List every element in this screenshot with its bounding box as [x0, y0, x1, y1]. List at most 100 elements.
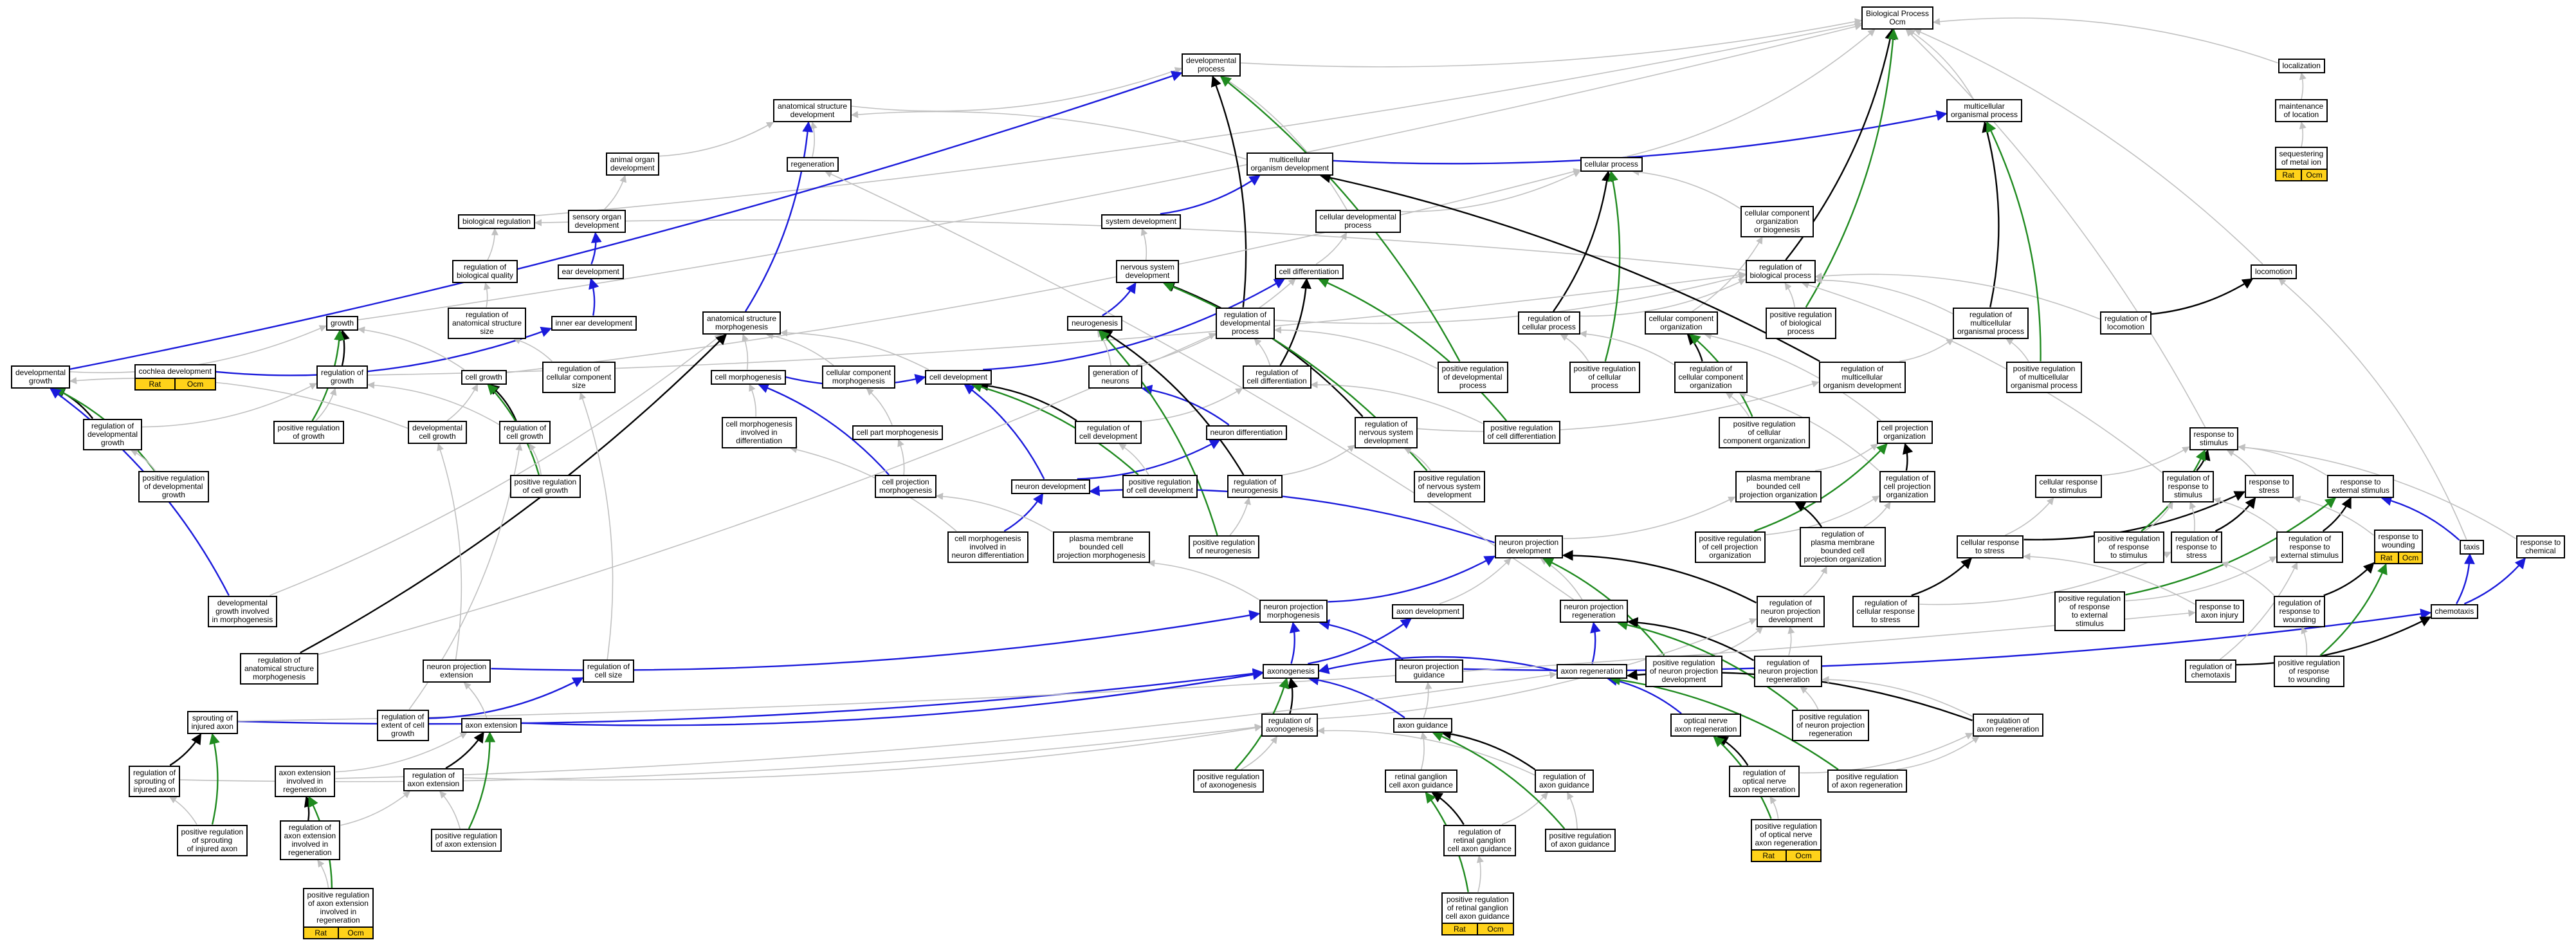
- term-node[interactable]: sensory organ development: [568, 210, 626, 233]
- term-node[interactable]: multicellular organism development: [1246, 152, 1333, 176]
- term-node[interactable]: neuron differentiation: [1205, 425, 1288, 440]
- term-node[interactable]: regulation of biological quality: [452, 260, 518, 283]
- term-node[interactable]: regulation of response to stress: [2171, 531, 2223, 563]
- term-node[interactable]: axonogenesis: [1263, 663, 1320, 679]
- term-node[interactable]: regulation of cellular component size: [542, 361, 616, 393]
- term-node[interactable]: cellular component organization or bioge…: [1740, 205, 1814, 237]
- term-node[interactable]: neuron development: [1010, 479, 1090, 494]
- term-node[interactable]: neuron projection regeneration: [1559, 600, 1629, 623]
- term-node[interactable]: positive regulation of nervous system de…: [1413, 470, 1485, 502]
- term-node[interactable]: anatomical structure morphogenesis: [702, 311, 781, 335]
- term-node[interactable]: retinal ganglion cell axon guidance: [1384, 769, 1457, 793]
- term-node[interactable]: positive regulation of axon regeneration: [1827, 769, 1908, 793]
- term-node[interactable]: positive regulation of developmental pro…: [1437, 361, 1509, 393]
- term-node[interactable]: regulation of anatomical structure size: [448, 307, 527, 339]
- term-node[interactable]: developmental process: [1182, 53, 1241, 77]
- term-node[interactable]: regulation of axon guidance: [1535, 769, 1594, 793]
- term-node[interactable]: taxis: [2459, 539, 2485, 555]
- term-node[interactable]: cellular component organization: [1644, 311, 1719, 335]
- term-node[interactable]: regulation of optical nerve axon regener…: [1728, 765, 1800, 797]
- term-node[interactable]: generation of neurons: [1088, 365, 1143, 389]
- term-node[interactable]: regulation of cell development: [1075, 421, 1142, 444]
- term-node[interactable]: neuron projection development: [1494, 535, 1564, 558]
- term-node[interactable]: positive regulation of response to wound…: [2273, 655, 2345, 687]
- term-node[interactable]: regulation of cell projection organizati…: [1879, 470, 1935, 502]
- term-node[interactable]: cellular response to stimulus: [2034, 475, 2103, 498]
- term-node[interactable]: cellular developmental process: [1315, 210, 1401, 233]
- term-node[interactable]: positive regulation of developmental gro…: [138, 470, 210, 502]
- term-node[interactable]: regulation of plasma membrane bounded ce…: [1799, 527, 1886, 567]
- term-node[interactable]: axon extension involved in regeneration: [274, 765, 336, 797]
- term-node[interactable]: regulation of neuron projection regenera…: [1753, 655, 1823, 687]
- term-node[interactable]: neurogenesis: [1067, 315, 1123, 331]
- term-node[interactable]: response to stress: [2244, 475, 2294, 498]
- term-node[interactable]: regulation of cell size: [583, 659, 635, 683]
- term-node[interactable]: nervous system development: [1116, 260, 1180, 283]
- term-node[interactable]: regulation of neuron projection developm…: [1756, 595, 1825, 627]
- term-node[interactable]: cell differentiation: [1274, 264, 1344, 279]
- term-node[interactable]: cellular response to stress: [1956, 535, 2024, 558]
- term-node[interactable]: regulation of cellular component organiz…: [1674, 361, 1748, 393]
- term-node[interactable]: axon development: [1392, 603, 1465, 619]
- term-node[interactable]: regulation of growth: [316, 365, 369, 389]
- term-node[interactable]: neuron projection guidance: [1394, 659, 1464, 683]
- term-node[interactable]: positive regulation of cell projection o…: [1694, 531, 1766, 563]
- term-node[interactable]: positive regulation of cell development: [1122, 475, 1198, 498]
- term-node[interactable]: regulation of axon extension involved in…: [279, 820, 341, 860]
- term-node[interactable]: regulation of response to wounding: [2274, 595, 2326, 627]
- term-node[interactable]: regulation of cell differentiation: [1242, 365, 1311, 389]
- term-node[interactable]: cell projection organization: [1876, 421, 1933, 444]
- term-node[interactable]: regulation of anatomical structure morph…: [240, 652, 319, 685]
- term-node[interactable]: regulation of cellular response to stres…: [1852, 595, 1920, 627]
- term-node[interactable]: cell growth: [461, 369, 507, 385]
- term-node[interactable]: cellular component morphogenesis: [821, 365, 896, 389]
- term-node[interactable]: regulation of neurogenesis: [1227, 475, 1283, 498]
- term-node[interactable]: positive regulation of axon extension: [430, 829, 502, 852]
- term-node[interactable]: positive regulation of neurogenesis: [1188, 535, 1260, 558]
- term-node[interactable]: optical nerve axon regeneration: [1670, 714, 1742, 737]
- term-node[interactable]: regeneration: [786, 156, 839, 172]
- term-node[interactable]: positive regulation of biological proces…: [1765, 307, 1837, 339]
- term-node[interactable]: regulation of cellular process: [1517, 311, 1580, 335]
- term-node[interactable]: neuron projection morphogenesis: [1259, 600, 1328, 623]
- term-node[interactable]: sprouting of injured axon: [187, 711, 238, 734]
- term-node[interactable]: biological regulation: [458, 214, 536, 229]
- term-node[interactable]: chemotaxis: [2430, 603, 2479, 619]
- term-node[interactable]: positive regulation of axon guidance: [1544, 829, 1616, 852]
- term-node[interactable]: positive regulation of neuron projection…: [1645, 655, 1723, 687]
- term-node[interactable]: regulation of response to stimulus: [2162, 470, 2215, 502]
- term-node[interactable]: response to axon injury: [2195, 600, 2245, 623]
- term-node[interactable]: Biological Process Ocm: [1861, 6, 1934, 30]
- term-node[interactable]: developmental growth: [11, 365, 71, 389]
- term-node[interactable]: axon guidance: [1393, 717, 1453, 733]
- term-node[interactable]: regulation of axon regeneration: [1972, 714, 2044, 737]
- term-node[interactable]: ear development: [557, 264, 624, 279]
- term-node[interactable]: positive regulation of axon extension in…: [302, 888, 374, 939]
- term-node[interactable]: system development: [1101, 214, 1182, 229]
- term-node[interactable]: positive regulation of growth: [273, 421, 345, 444]
- term-node[interactable]: positive regulation of cellular process: [1569, 361, 1641, 393]
- term-node[interactable]: axon extension: [461, 717, 522, 733]
- term-node[interactable]: positive regulation of cellular componen…: [1719, 416, 1811, 448]
- term-node[interactable]: regulation of response to external stimu…: [2276, 531, 2344, 563]
- term-node[interactable]: growth: [326, 315, 359, 331]
- term-node[interactable]: positive regulation of response to exter…: [2054, 591, 2126, 631]
- term-node[interactable]: regulation of locomotion: [2100, 311, 2152, 335]
- term-node[interactable]: cell morphogenesis: [710, 369, 786, 385]
- term-node[interactable]: developmental cell growth: [408, 421, 468, 444]
- term-node[interactable]: positive regulation of multicellular org…: [2006, 361, 2083, 393]
- term-node[interactable]: response to stimulus: [2189, 427, 2239, 450]
- term-node[interactable]: regulation of multicellular organism dev…: [1818, 361, 1906, 393]
- term-node[interactable]: regulation of multicellular organismal p…: [1953, 307, 2029, 339]
- term-node[interactable]: multicellular organismal process: [1946, 99, 2023, 122]
- term-node[interactable]: inner ear development: [551, 315, 637, 331]
- term-node[interactable]: positive regulation of sprouting of inju…: [176, 824, 248, 856]
- term-node[interactable]: cell projection morphogenesis: [875, 475, 937, 498]
- term-node[interactable]: positive regulation of optical nerve axo…: [1750, 818, 1822, 862]
- term-node[interactable]: regulation of developmental process: [1216, 307, 1275, 339]
- term-node[interactable]: maintenance of location: [2274, 99, 2328, 122]
- term-node[interactable]: regulation of sprouting of injured axon: [129, 765, 181, 797]
